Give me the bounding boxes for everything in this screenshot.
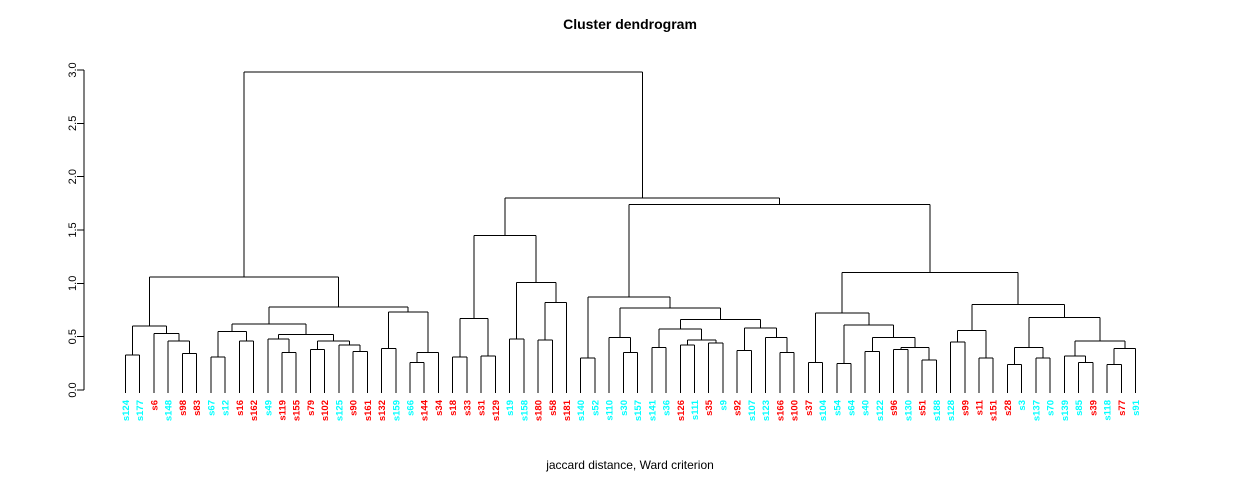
y-tick-label: 1.5 bbox=[67, 222, 79, 237]
leaf-label: s157 bbox=[633, 400, 644, 421]
leaf-label: s11 bbox=[975, 399, 986, 415]
chart-title: Cluster dendrogram bbox=[563, 16, 697, 32]
leaf-label: s118 bbox=[1103, 400, 1114, 421]
leaf-label: s129 bbox=[491, 400, 502, 421]
leaf-label: s58 bbox=[548, 400, 559, 416]
leaf-label: s161 bbox=[363, 399, 374, 421]
leaf-label: s96 bbox=[889, 400, 900, 416]
y-tick-label: 3.0 bbox=[67, 62, 79, 77]
leaf-label: s107 bbox=[747, 400, 758, 421]
leaf-label: s34 bbox=[434, 399, 445, 416]
leaf-label: s140 bbox=[576, 400, 587, 421]
leaf-label: s3 bbox=[1017, 400, 1028, 411]
leaf-label: s16 bbox=[235, 400, 246, 416]
leaf-label: s137 bbox=[1031, 400, 1042, 421]
leaf-label: s35 bbox=[704, 399, 715, 416]
y-tick-label: 1.0 bbox=[67, 276, 79, 291]
y-tick-label: 0.0 bbox=[67, 382, 79, 397]
leaf-label: s110 bbox=[605, 400, 616, 421]
leaf-label: s100 bbox=[790, 400, 801, 421]
leaf-label: s39 bbox=[1088, 400, 1099, 416]
leaf-label: s90 bbox=[349, 400, 360, 416]
leaf-label: s158 bbox=[519, 400, 530, 421]
leaf-label: s155 bbox=[292, 399, 303, 421]
leaf-label: s92 bbox=[733, 400, 744, 416]
leaf-label: s91 bbox=[1131, 399, 1142, 416]
leaf-label: s119 bbox=[277, 400, 288, 421]
leaf-label: s52 bbox=[590, 400, 601, 416]
y-tick-label: 0.5 bbox=[67, 329, 79, 344]
dendrogram-branches bbox=[125, 71, 1136, 393]
leaf-label: s128 bbox=[946, 400, 957, 421]
leaf-label: s40 bbox=[861, 400, 872, 416]
leaf-label: s122 bbox=[875, 400, 886, 421]
leaf-label: s180 bbox=[534, 400, 545, 421]
leaf-label: s104 bbox=[818, 399, 829, 421]
y-tick-label: 2.5 bbox=[67, 116, 79, 131]
leaf-label: s177 bbox=[135, 400, 146, 421]
leaf-label: s49 bbox=[263, 400, 274, 416]
leaf-label: s64 bbox=[846, 399, 857, 416]
leaf-label: s123 bbox=[761, 400, 772, 421]
y-axis: 0.0 0.5 1.0 1.5 2.0 2.5 3.0 bbox=[67, 62, 85, 398]
leaf-label: s166 bbox=[775, 400, 786, 421]
leaf-label: s98 bbox=[178, 400, 189, 416]
leaf-label: s31 bbox=[477, 399, 488, 416]
leaf-label: s51 bbox=[918, 399, 929, 416]
leaf-label: s159 bbox=[391, 400, 402, 421]
leaf-label: s151 bbox=[989, 399, 1000, 421]
leaf-label: s36 bbox=[662, 400, 673, 416]
leaf-label: s12 bbox=[221, 400, 232, 416]
leaf-label: s30 bbox=[619, 400, 630, 416]
leaf-label: s37 bbox=[804, 400, 815, 416]
leaf-label: s99 bbox=[960, 400, 971, 416]
leaf-label: s70 bbox=[1046, 400, 1057, 416]
x-axis-caption: jaccard distance, Ward criterion bbox=[545, 458, 714, 472]
branch-lines bbox=[125, 71, 1136, 393]
y-tick-label: 2.0 bbox=[67, 169, 79, 184]
leaf-label: s124 bbox=[121, 399, 132, 421]
leaf-label: s126 bbox=[676, 400, 687, 421]
leaf-label: s66 bbox=[406, 400, 417, 416]
leaf-label: s132 bbox=[377, 400, 388, 421]
leaf-label: s77 bbox=[1117, 400, 1128, 416]
leaf-label: s85 bbox=[1074, 399, 1085, 416]
leaf-label: s139 bbox=[1060, 400, 1071, 421]
leaf-label: s67 bbox=[206, 400, 217, 416]
leaf-label: s33 bbox=[462, 400, 473, 416]
leaf-label: s181 bbox=[562, 399, 573, 421]
leaf-label: s162 bbox=[249, 400, 260, 421]
leaf-label: s6 bbox=[149, 400, 160, 411]
leaf-label: s19 bbox=[505, 400, 516, 416]
leaf-label: s141 bbox=[647, 399, 658, 421]
leaf-label: s102 bbox=[320, 400, 331, 421]
leaf-label: s79 bbox=[306, 400, 317, 416]
leaf-label: s18 bbox=[448, 400, 459, 416]
leaf-label: s83 bbox=[192, 400, 203, 416]
leaf-label: s54 bbox=[832, 399, 843, 416]
leaf-label: s148 bbox=[164, 400, 175, 421]
leaf-label: s9 bbox=[718, 400, 729, 411]
leaf-label: s111 bbox=[690, 399, 701, 420]
leaf-label: s130 bbox=[903, 400, 914, 421]
leaf-label: s125 bbox=[334, 399, 345, 421]
leaf-label: s144 bbox=[420, 399, 431, 421]
leaf-label: s188 bbox=[932, 400, 943, 421]
leaf-label: s28 bbox=[1003, 400, 1014, 416]
